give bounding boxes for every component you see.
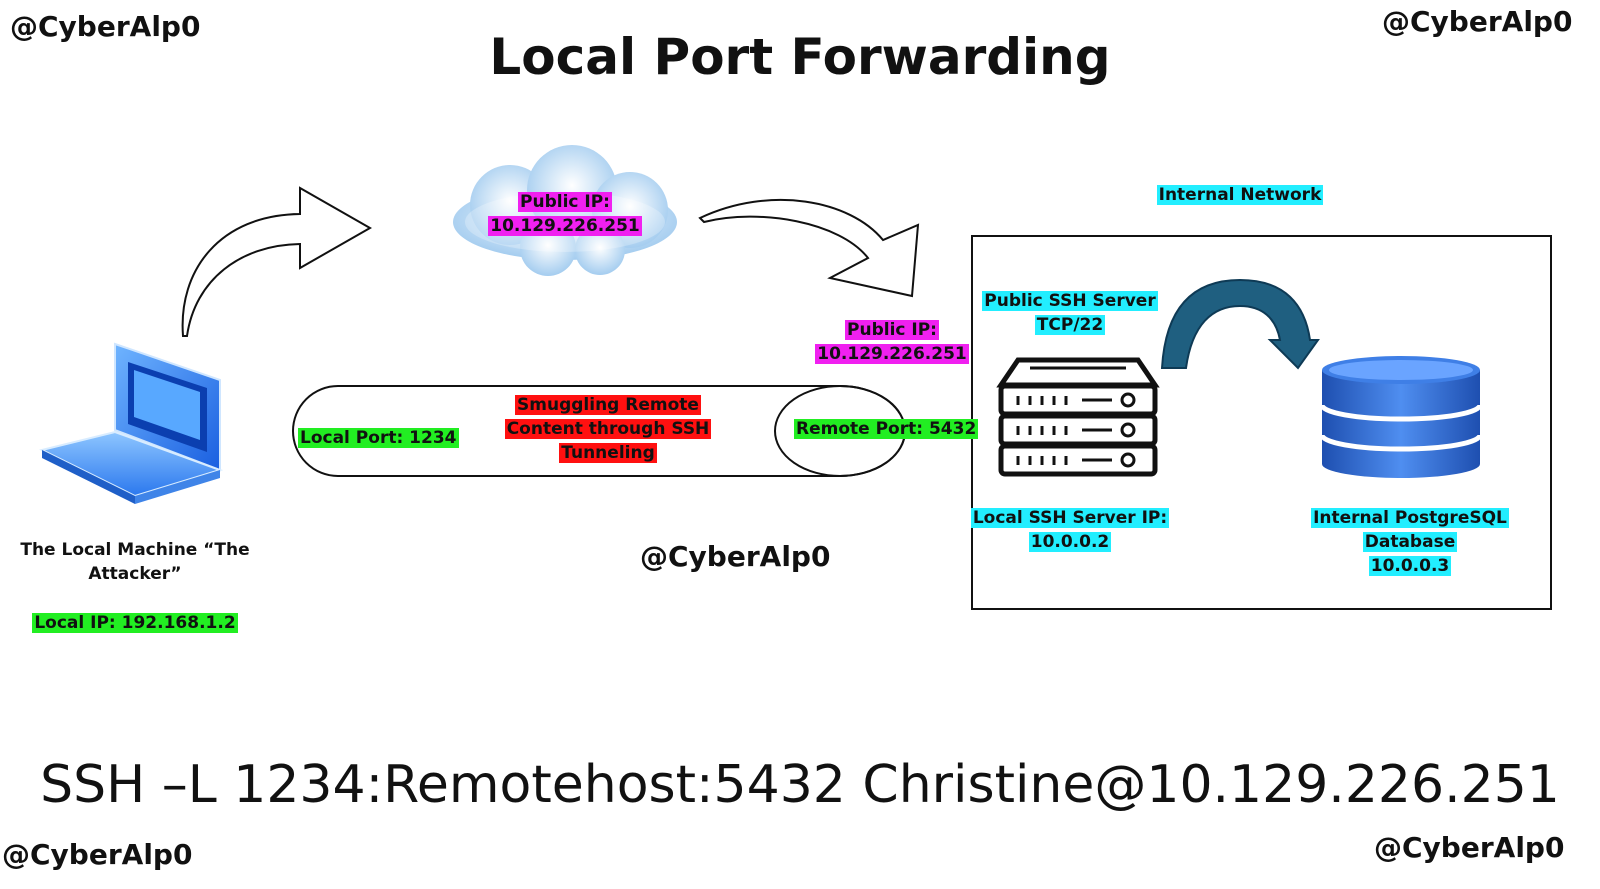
server-icon xyxy=(996,357,1160,477)
tunnel-text-line3: Tunneling xyxy=(559,443,657,463)
ssh-command: SSH –L 1234:Remotehost:5432 Christine@10… xyxy=(40,755,1560,815)
db-line1: Internal PostgreSQL xyxy=(1311,508,1509,528)
ssh-local-ip-line1: Local SSH Server IP: xyxy=(970,508,1170,528)
laptop-icon xyxy=(39,342,224,504)
internal-network-label: Internal Network xyxy=(1140,183,1340,207)
tunnel-local-port-text: Local Port: 1234 xyxy=(298,428,459,448)
cloud-ip-line2: 10.129.226.251 xyxy=(488,216,642,236)
tunnel-text-line1: Smuggling Remote xyxy=(515,395,701,415)
server-public-ip-line2: 10.129.226.251 xyxy=(815,344,969,364)
watermark-top-left: @CyberAlp0 xyxy=(10,10,201,43)
watermark-center: @CyberAlp0 xyxy=(640,540,831,573)
tunnel-remote-port: Remote Port: 5432 xyxy=(794,417,979,441)
watermark-bottom-right: @CyberAlp0 xyxy=(1374,831,1565,864)
database-icon xyxy=(1319,356,1483,478)
watermark-bottom-left: @CyberAlp0 xyxy=(2,838,193,871)
tunnel-description: Smuggling Remote Content through SSH Tun… xyxy=(498,393,718,465)
ssh-server-line1: Public SSH Server xyxy=(982,291,1158,311)
cloud-ip-line1: Public IP: xyxy=(518,192,612,212)
attacker-caption-line1: The Local Machine “The xyxy=(20,540,250,560)
tunnel-text-line2: Content through SSH xyxy=(504,419,712,439)
attacker-local-ip: Local IP: 192.168.1.2 xyxy=(20,611,250,635)
ssh-server-line2: TCP/22 xyxy=(1034,315,1106,335)
db-line2: Database xyxy=(1362,532,1458,552)
arrow-to-server xyxy=(698,198,920,298)
attacker-caption: The Local Machine “The Attacker” xyxy=(20,538,250,586)
cloud-public-ip-label: Public IP: 10.129.226.251 xyxy=(465,190,665,238)
database-label: Internal PostgreSQL Database 10.0.0.3 xyxy=(1300,506,1520,578)
server-to-db-arrow xyxy=(1160,278,1320,370)
page-title: Local Port Forwarding xyxy=(489,28,1111,86)
server-public-ip-label: Public IP: 10.129.226.251 xyxy=(812,318,972,366)
internal-network-label-text: Internal Network xyxy=(1156,185,1324,205)
tunnel-local-port: Local Port: 1234 xyxy=(298,426,459,450)
ssh-server-ip-label: Local SSH Server IP: 10.0.0.2 xyxy=(965,506,1175,554)
ssh-local-ip-line2: 10.0.0.2 xyxy=(1028,532,1112,552)
tunnel-remote-port-text: Remote Port: 5432 xyxy=(794,419,979,439)
watermark-top-right: @CyberAlp0 xyxy=(1382,5,1573,38)
attacker-caption-line2: Attacker” xyxy=(88,564,182,584)
attacker-local-ip-text: Local IP: 192.168.1.2 xyxy=(32,613,238,633)
db-line3: 10.0.0.3 xyxy=(1368,556,1452,576)
ssh-server-label: Public SSH Server TCP/22 xyxy=(975,289,1165,337)
server-public-ip-line1: Public IP: xyxy=(845,320,939,340)
arrow-to-cloud xyxy=(181,186,373,337)
